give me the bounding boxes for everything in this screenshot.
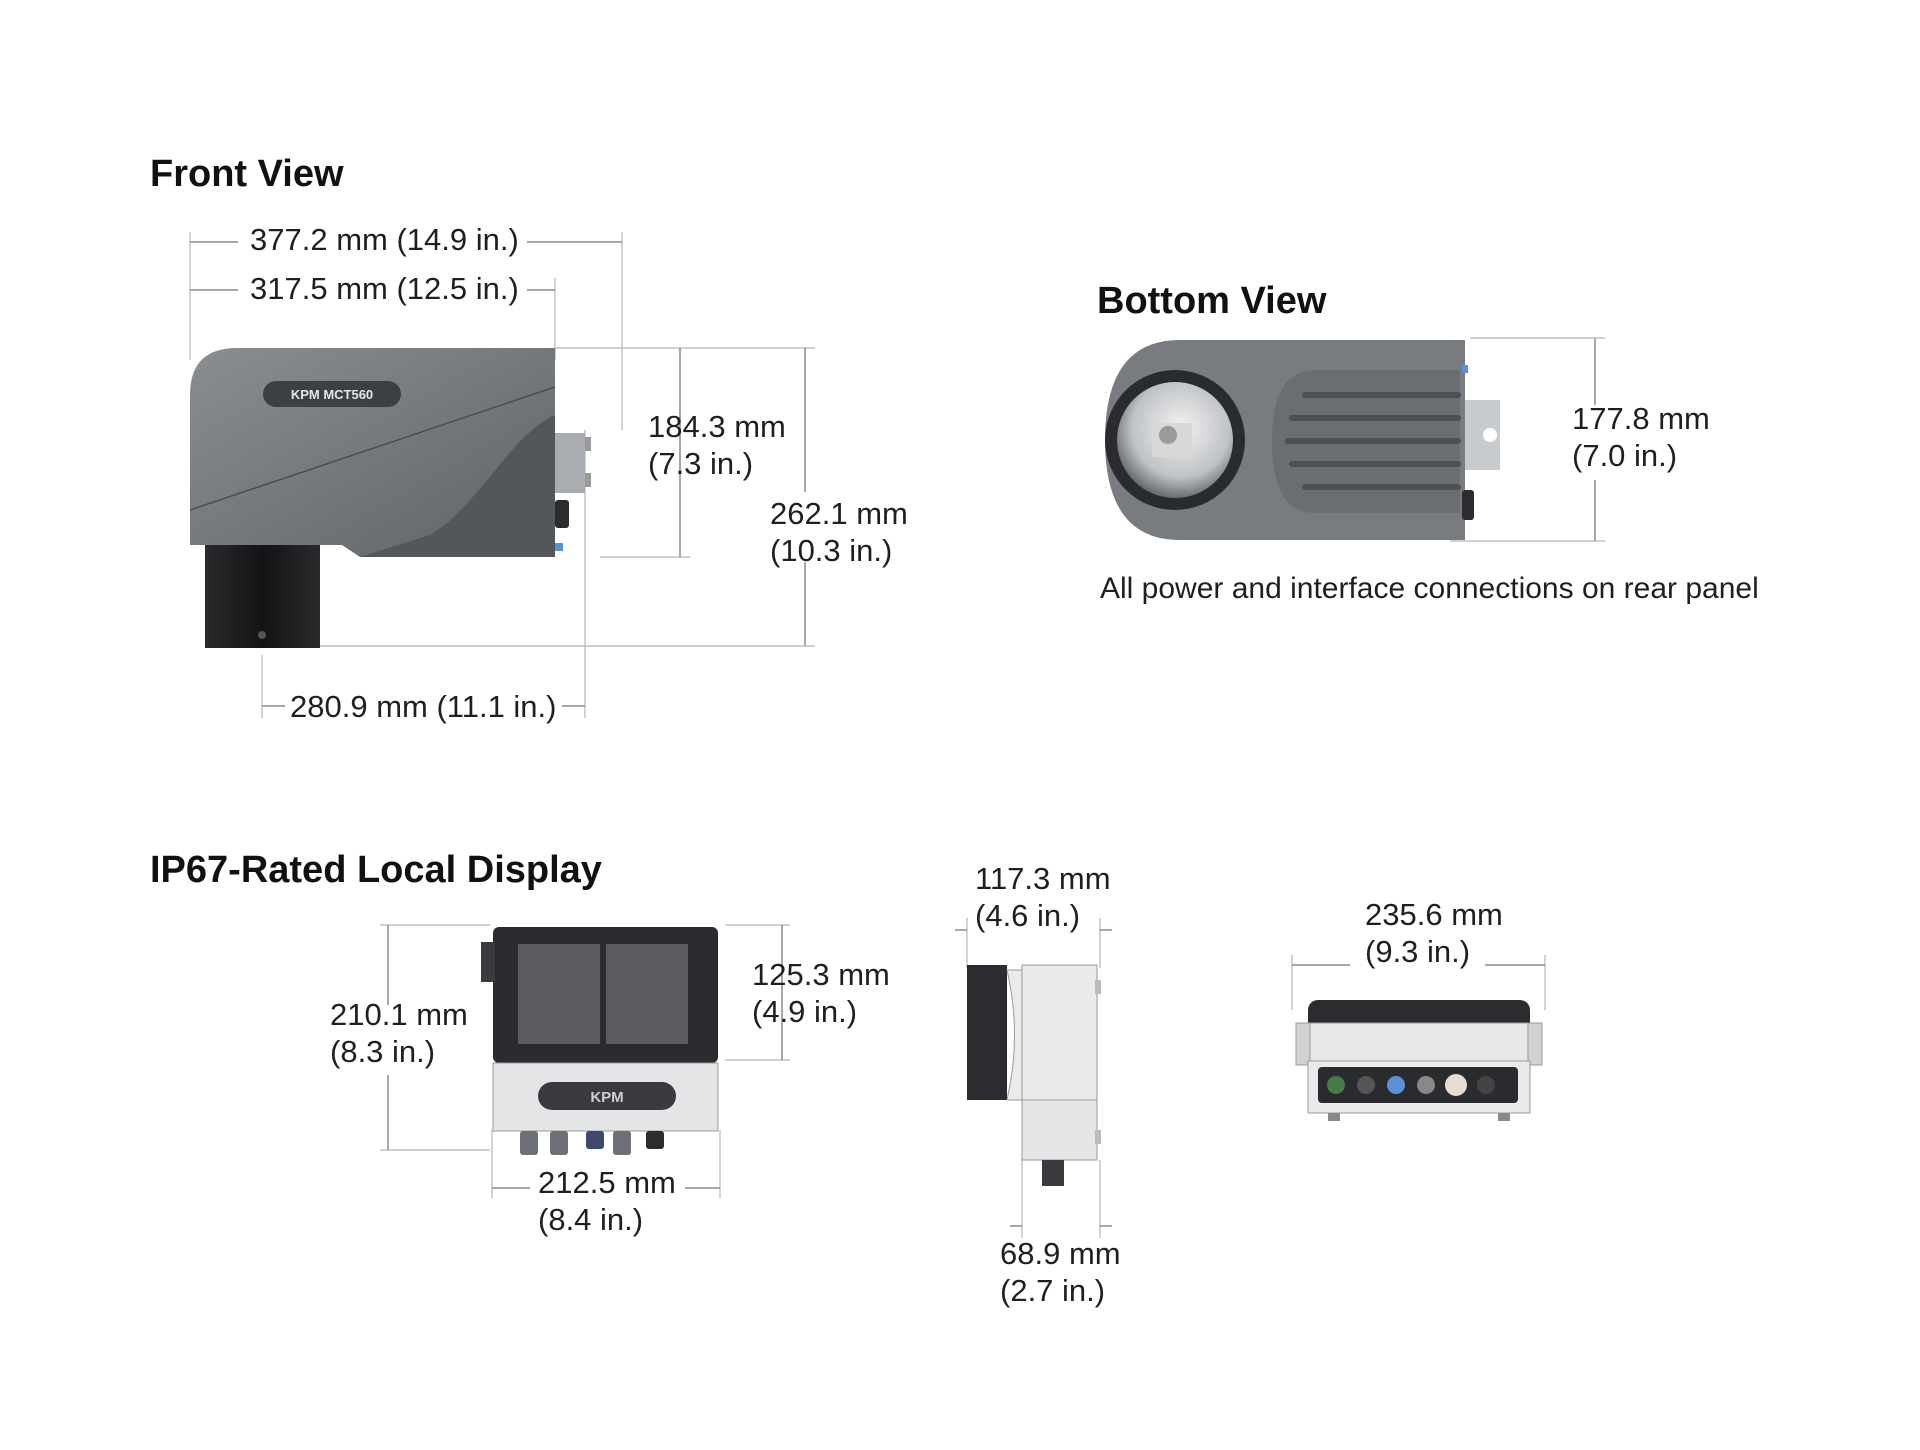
dim-rear-width: 235.6 mm (9.3 in.) <box>1365 897 1503 969</box>
front-view-instrument: KPM MCT560 <box>189 348 591 648</box>
kpm-logo-text: KPM MCT560 <box>291 387 373 402</box>
front-view-title: Front View <box>150 153 344 195</box>
dim-front-overall-width: 377.2 mm (14.9 in.) <box>250 222 519 257</box>
dim-front-flange-height: 184.3 mm (7.3 in.) <box>648 409 786 481</box>
dim-display-screen-height: 125.3 mm (4.9 in.) <box>752 957 890 1029</box>
display-front-unit: KPM <box>481 927 719 1155</box>
dim-side-depth-bottom: 68.9 mm (2.7 in.) <box>1000 1236 1121 1308</box>
dim-bottom-width: 177.8 mm (7.0 in.) <box>1572 401 1710 473</box>
bottom-view-instrument <box>1105 340 1500 540</box>
dim-front-body-width: 317.5 mm (12.5 in.) <box>250 271 519 306</box>
display-logo-text: KPM <box>590 1089 623 1106</box>
dim-front-overall-height: 262.1 mm (10.3 in.) <box>770 496 908 568</box>
rear-panel-note: All power and interface connections on r… <box>1100 572 1759 605</box>
local-display-title: IP67-Rated Local Display <box>150 849 602 891</box>
dim-front-bottom-width: 280.9 mm (11.1 in.) <box>290 689 557 724</box>
dim-display-width: 212.5 mm (8.4 in.) <box>538 1165 676 1237</box>
kpm-logo-plate <box>263 381 401 407</box>
dim-display-height: 210.1 mm (8.3 in.) <box>330 997 468 1069</box>
dim-side-depth-top: 117.3 mm (4.6 in.) <box>975 861 1111 933</box>
display-side-unit <box>967 964 1101 1186</box>
display-rear-unit <box>1295 1000 1543 1121</box>
bottom-view-title: Bottom View <box>1097 280 1327 322</box>
display-logo-plate <box>538 1082 676 1110</box>
